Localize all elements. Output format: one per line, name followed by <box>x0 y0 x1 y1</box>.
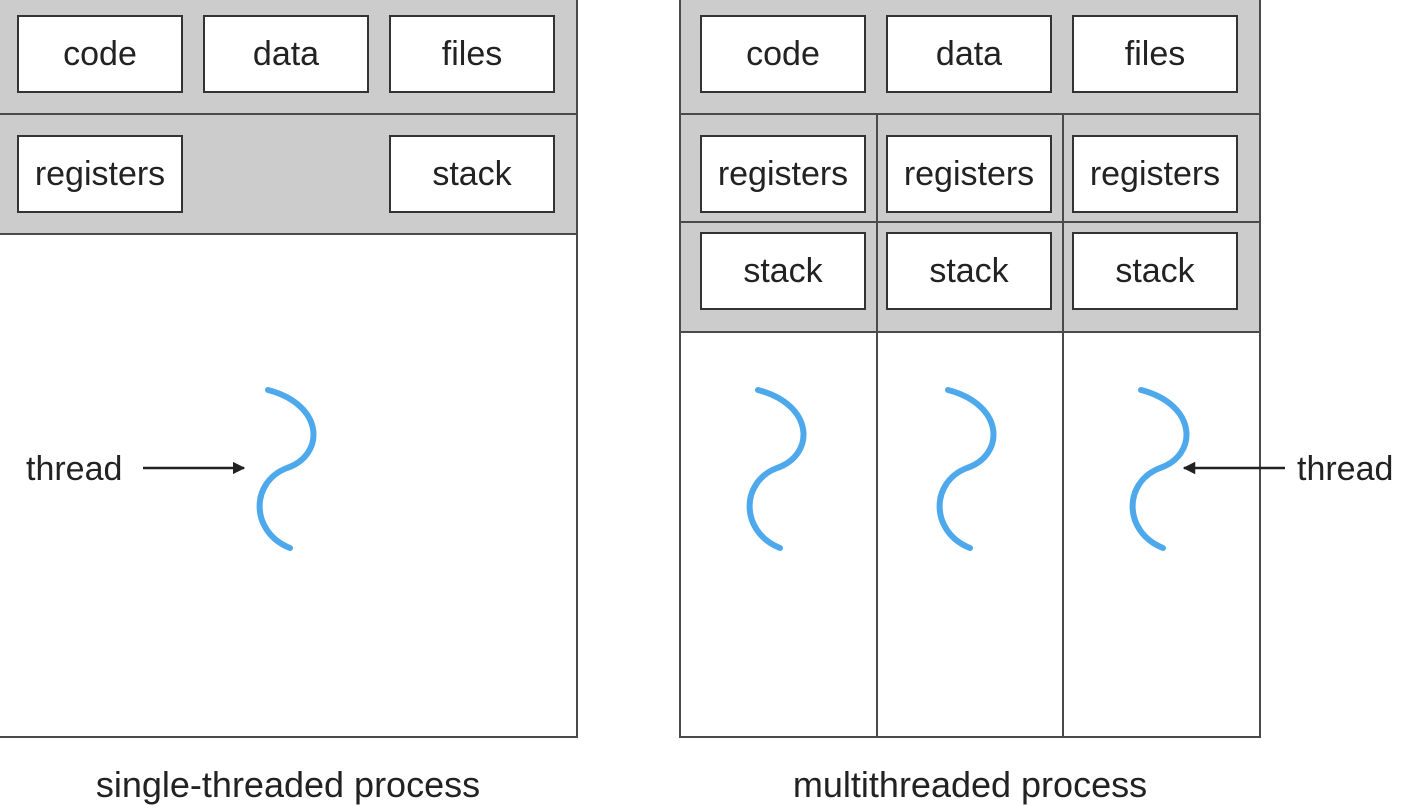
single-files-box: files <box>389 15 555 93</box>
multi-stack-box-2: stack <box>886 232 1052 310</box>
single-stack-box: stack <box>389 135 555 213</box>
multi-registers-box-2: registers <box>886 135 1052 213</box>
multi-files-box: files <box>1072 15 1238 93</box>
single-data-box: data <box>203 15 369 93</box>
single-thread-label: thread <box>26 450 123 488</box>
single-code-box: code <box>17 15 183 93</box>
multi-code-box: code <box>700 15 866 93</box>
single-thread-area <box>0 233 578 738</box>
multi-caption: multithreaded process <box>792 764 1148 805</box>
single-thread-wave <box>256 387 317 551</box>
single-registers-box: registers <box>17 135 183 213</box>
multi-column-divider-1 <box>876 113 878 738</box>
multi-stack-box-1: stack <box>700 232 866 310</box>
multi-registers-box-3: registers <box>1072 135 1238 213</box>
multi-stack-box-3: stack <box>1072 232 1238 310</box>
multi-thread-wave-3 <box>1129 387 1190 551</box>
multi-registers-box-1: registers <box>700 135 866 213</box>
multi-thread-wave-2 <box>936 387 997 551</box>
multi-registers-stack-divider <box>679 221 1261 223</box>
multi-thread-wave-1 <box>746 387 807 551</box>
multi-thread-label: thread <box>1297 450 1394 488</box>
single-caption: single-threaded process <box>95 764 481 805</box>
multi-column-divider-2 <box>1062 113 1064 738</box>
multi-data-box: data <box>886 15 1052 93</box>
